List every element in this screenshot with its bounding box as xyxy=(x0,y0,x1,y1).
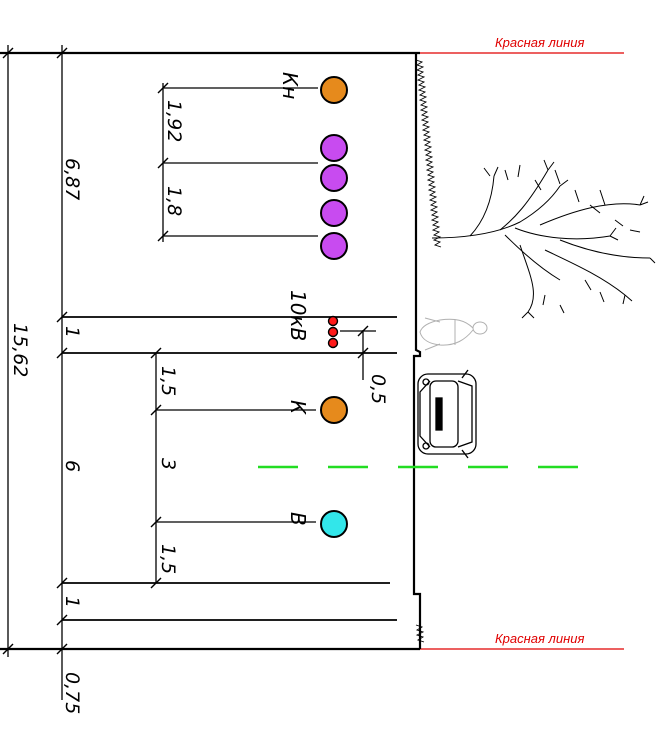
dim-kv-spacing: 3 xyxy=(157,458,179,470)
dim-left-zone: 6,87 xyxy=(61,158,83,200)
dim-bottom-offset: 0,75 xyxy=(61,672,83,714)
cable-10kv xyxy=(327,315,339,349)
red-line-label-bottom: Красная линия xyxy=(495,631,585,646)
pipe-kn xyxy=(320,76,348,104)
red-line-label-top: Красная линия xyxy=(495,35,585,50)
road-edge-line xyxy=(412,53,422,649)
dim-total: 15,62 xyxy=(9,323,31,377)
tree-icon xyxy=(431,159,656,319)
pipe-group-2 xyxy=(320,164,348,192)
dim-cable-offset: 0,5 xyxy=(367,374,389,404)
dim-k-offset: 1,5 xyxy=(157,366,179,396)
ground-hatching xyxy=(415,59,442,248)
dim-center-zone: 6 xyxy=(61,460,83,472)
car-icon xyxy=(417,369,477,459)
dim-group-spacing: 1,8 xyxy=(163,186,185,216)
dim-strip-2: 1 xyxy=(61,596,83,608)
pipe-group-1 xyxy=(320,134,348,162)
dim-v-offset: 1,5 xyxy=(157,544,179,574)
dim-ticks xyxy=(2,47,68,655)
pedestrian-icon xyxy=(419,317,488,351)
pipe-k xyxy=(320,396,348,424)
label-cable: 10кВ xyxy=(286,290,310,341)
dim-strip-1: 1 xyxy=(61,326,83,338)
label-v: В xyxy=(286,512,310,526)
ground-hatching-bottom xyxy=(415,624,425,643)
pipe-v xyxy=(320,510,348,538)
pipe-group-4 xyxy=(320,232,348,260)
dim-kn-to-group: 1,92 xyxy=(163,100,185,142)
pipe-group-3 xyxy=(320,199,348,227)
label-k: К xyxy=(286,400,310,415)
label-kn: Кн xyxy=(278,72,302,99)
